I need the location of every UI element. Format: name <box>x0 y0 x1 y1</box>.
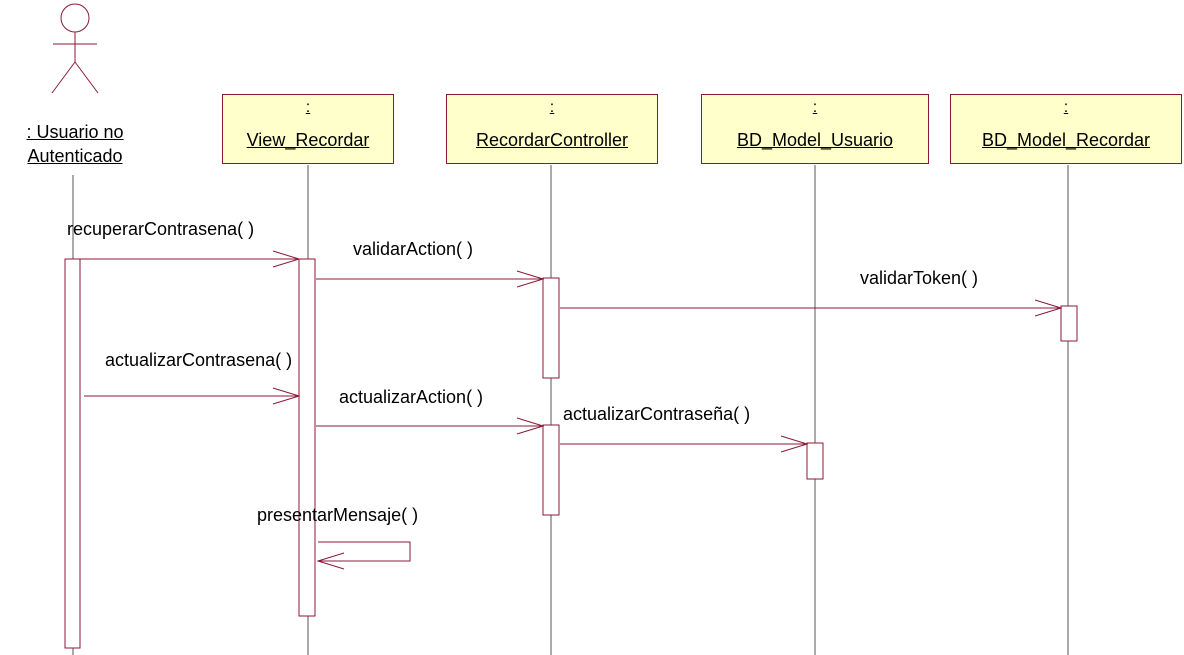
object-colon: : <box>812 99 818 116</box>
message-label-presentar-mensaje: presentarMensaje( ) <box>257 505 419 525</box>
message-label-recuperar-contrasena: recuperarContrasena( ) <box>67 219 255 239</box>
activation-bar-bd-model-recordar <box>1060 305 1078 342</box>
actor-label-line1: : Usuario no <box>26 122 124 142</box>
message-label-validar-action: validarAction( ) <box>353 239 474 259</box>
actor-label-line2: Autenticado <box>27 146 123 166</box>
message-label-actualizar-contrasena: actualizarContrasena( ) <box>105 350 293 370</box>
activation-bar-actor <box>64 258 81 649</box>
object-name: BD_Model_Usuario <box>736 130 894 150</box>
object-name: BD_Model_Recordar <box>981 130 1151 150</box>
actor-icon <box>51 3 99 94</box>
activation-bar-controller-2 <box>542 424 560 516</box>
message-label-actualizar-action: actualizarAction( ) <box>339 387 484 407</box>
object-view-recordar: : View_Recordar <box>222 94 394 164</box>
message-label-actualizar-contrasena-model: actualizarContraseña( ) <box>563 404 751 424</box>
object-bd-model-recordar: : BD_Model_Recordar <box>950 94 1182 164</box>
object-recordar-controller: : RecordarController <box>446 94 658 164</box>
message-label-validar-token: validarToken( ) <box>860 268 979 288</box>
object-colon: : <box>1063 99 1069 116</box>
object-colon: : <box>549 99 555 116</box>
object-bd-model-usuario: : BD_Model_Usuario <box>701 94 929 164</box>
actor-label: : Usuario no Autenticado <box>2 120 148 168</box>
object-name: RecordarController <box>475 130 629 150</box>
object-name: View_Recordar <box>246 130 370 150</box>
activation-bar-bd-model-usuario <box>806 442 824 480</box>
activation-bar-controller-1 <box>542 277 560 379</box>
message-arrow-presentar-mensaje <box>318 541 411 561</box>
object-colon: : <box>305 99 311 116</box>
activation-bar-view-recordar <box>298 258 316 617</box>
